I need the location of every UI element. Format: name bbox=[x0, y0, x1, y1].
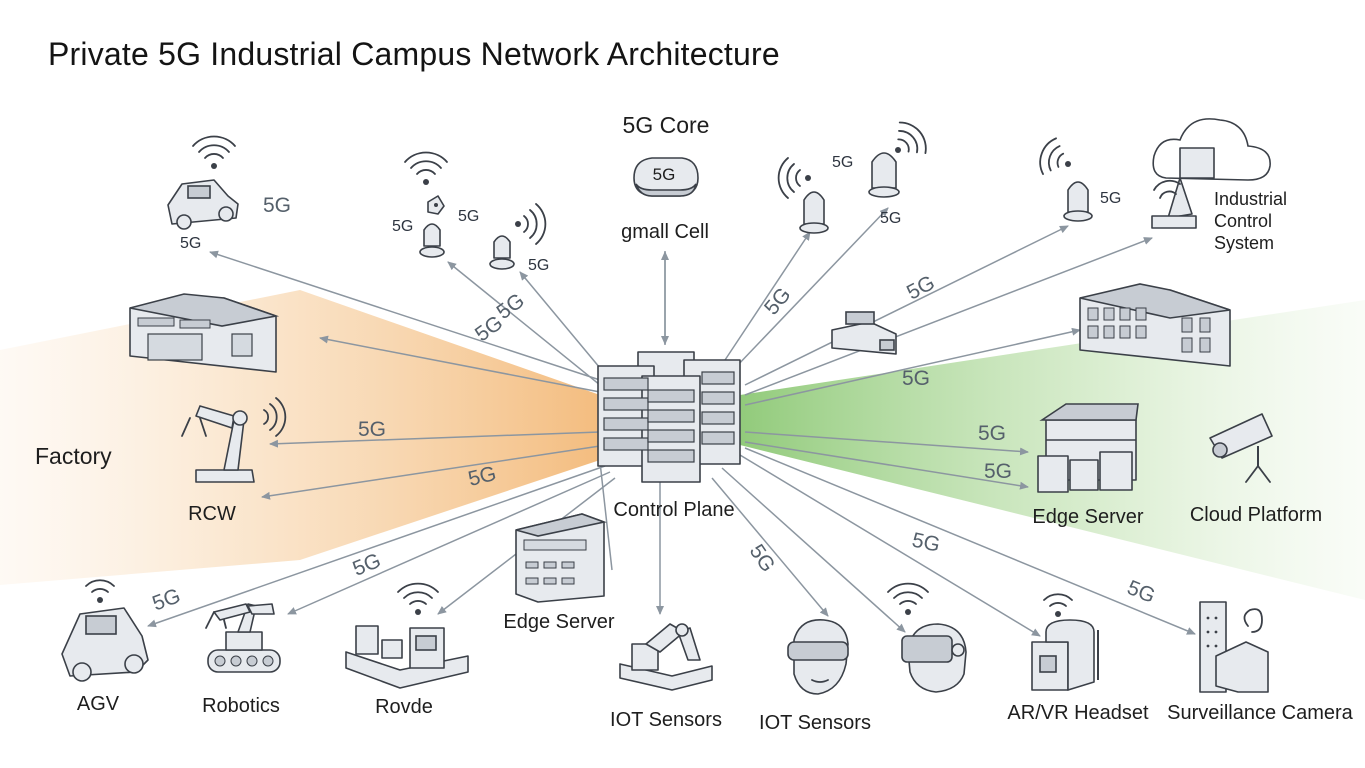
link-label: 5G bbox=[910, 528, 942, 556]
rcw-label: RCW bbox=[188, 503, 236, 525]
workstation-icon bbox=[345, 625, 469, 689]
wifi-signal-icon bbox=[895, 121, 927, 155]
link-label: 5G bbox=[903, 271, 939, 304]
tower-building-icon bbox=[1199, 601, 1269, 693]
network-device-icon bbox=[831, 311, 897, 355]
sensor-label: 5G bbox=[458, 208, 479, 225]
link-label: 5G bbox=[978, 422, 1006, 445]
small-cell-icon bbox=[633, 157, 699, 197]
ar-vr-headset-label: AR/VR Headset bbox=[1007, 702, 1149, 724]
surveillance-camera-label: Surveillance Camera bbox=[1167, 702, 1354, 724]
cloud-platform-node: Cloud Platform bbox=[1190, 413, 1322, 526]
car-icon bbox=[167, 179, 239, 230]
factory-zone-glow bbox=[0, 290, 600, 585]
surveillance-camera-node: Surveillance Camera bbox=[1167, 601, 1354, 724]
cloud-platform-label: Cloud Platform bbox=[1190, 504, 1322, 526]
robot-arm-icon bbox=[181, 405, 255, 483]
agv-node: AGV bbox=[61, 579, 149, 715]
link-label: 5G bbox=[1124, 576, 1159, 608]
connected-car-node: 5G bbox=[167, 135, 239, 252]
link-label: 5G bbox=[358, 418, 386, 441]
link-label: 5G bbox=[263, 194, 291, 217]
rovde-label: Rovde bbox=[375, 696, 433, 718]
car-label: 5G bbox=[180, 235, 201, 252]
vr-goggles-face-icon bbox=[787, 619, 849, 695]
office-building-icon bbox=[1079, 283, 1231, 367]
far-antenna-node: 5G bbox=[1039, 137, 1121, 222]
ar-vr-headset-node: AR/VR Headset bbox=[1007, 593, 1149, 724]
server-cabinet-icon bbox=[515, 513, 607, 603]
control-terminal-icon bbox=[1151, 147, 1215, 229]
agv-vehicle-icon bbox=[61, 607, 149, 682]
wifi-signal-icon bbox=[887, 582, 929, 615]
iot-sensors-1-node: IOT Sensors bbox=[610, 623, 722, 731]
edge-server-right-node: Edge Server bbox=[1032, 403, 1144, 528]
link-label: 5G bbox=[902, 367, 930, 390]
sensor-cluster-node: 5G 5G 5G bbox=[392, 151, 549, 274]
ics-label-line1: Industrial bbox=[1214, 189, 1287, 209]
control-plane-label: Control Plane bbox=[613, 499, 734, 521]
link-label: 5G bbox=[984, 460, 1012, 483]
wifi-signal-icon bbox=[192, 135, 236, 169]
small-cell-node: 5G Core 5G gmall Cell bbox=[621, 112, 709, 243]
iot-sensors-2-node: IOT Sensors bbox=[759, 619, 871, 734]
rovde-node: Rovde bbox=[345, 582, 469, 718]
antenna-label: 5G bbox=[832, 154, 853, 171]
link-label: 5G bbox=[760, 283, 796, 319]
core-badge: 5G bbox=[653, 165, 676, 184]
core-heading: 5G Core bbox=[623, 112, 710, 138]
tracked-robot-icon bbox=[205, 603, 281, 673]
edge-server-center-label: Edge Server bbox=[503, 611, 615, 633]
rcw-robot-arm-node: RCW bbox=[181, 397, 287, 525]
wifi-signal-icon bbox=[1039, 137, 1071, 175]
page-title: Private 5G Industrial Campus Network Arc… bbox=[48, 36, 780, 72]
wifi-signal-icon bbox=[85, 579, 115, 603]
link-label: 5G bbox=[745, 540, 780, 576]
factory-zone-label: Factory bbox=[35, 443, 112, 469]
small-sensor-icon bbox=[427, 195, 445, 215]
wifi-signal-icon bbox=[397, 582, 439, 615]
antenna-label: 5G bbox=[1100, 190, 1121, 207]
vr-headset-head-node bbox=[887, 582, 967, 693]
wifi-signal-icon bbox=[1043, 593, 1073, 617]
edge-server-right-label: Edge Server bbox=[1032, 506, 1144, 528]
edge-server-center-node: Edge Server bbox=[503, 513, 615, 633]
sensor-label: 5G bbox=[392, 218, 413, 235]
wifi-signal-icon bbox=[263, 397, 287, 437]
link-label: 5G bbox=[149, 584, 183, 615]
security-camera-icon bbox=[1209, 413, 1273, 483]
wifi-signal-icon bbox=[777, 157, 811, 199]
industrial-control-system-node: Industrial Control System bbox=[1151, 118, 1287, 253]
agv-label: AGV bbox=[77, 693, 120, 715]
wifi-signal-icon bbox=[404, 151, 448, 185]
robotics-node: Robotics bbox=[202, 603, 281, 717]
ics-label-line2: Control bbox=[1214, 211, 1272, 231]
iot-sensors-1-label: IOT Sensors bbox=[610, 709, 722, 731]
server-cluster-icon bbox=[597, 351, 741, 483]
antenna-icon bbox=[1063, 181, 1093, 222]
antenna-icon bbox=[419, 223, 445, 258]
antenna-icon bbox=[868, 152, 900, 198]
sensor-label: 5G bbox=[528, 257, 549, 274]
ics-label-line3: System bbox=[1214, 233, 1274, 253]
ar-vr-device-icon bbox=[1031, 619, 1099, 691]
small-cell-label: gmall Cell bbox=[621, 221, 709, 243]
vr-headset-head-icon bbox=[901, 623, 967, 693]
antenna-icon bbox=[489, 235, 515, 270]
edge-rack-icon bbox=[1037, 403, 1139, 493]
antenna-label: 5G bbox=[880, 210, 901, 227]
wifi-signal-icon bbox=[515, 203, 547, 245]
antenna-pair-node: 5G 5G bbox=[777, 121, 927, 234]
antenna-icon bbox=[799, 191, 829, 234]
robotics-label: Robotics bbox=[202, 695, 280, 717]
iot-machine-icon bbox=[619, 623, 713, 691]
iot-sensors-2-label: IOT Sensors bbox=[759, 712, 871, 734]
factory-building-icon bbox=[129, 293, 280, 373]
